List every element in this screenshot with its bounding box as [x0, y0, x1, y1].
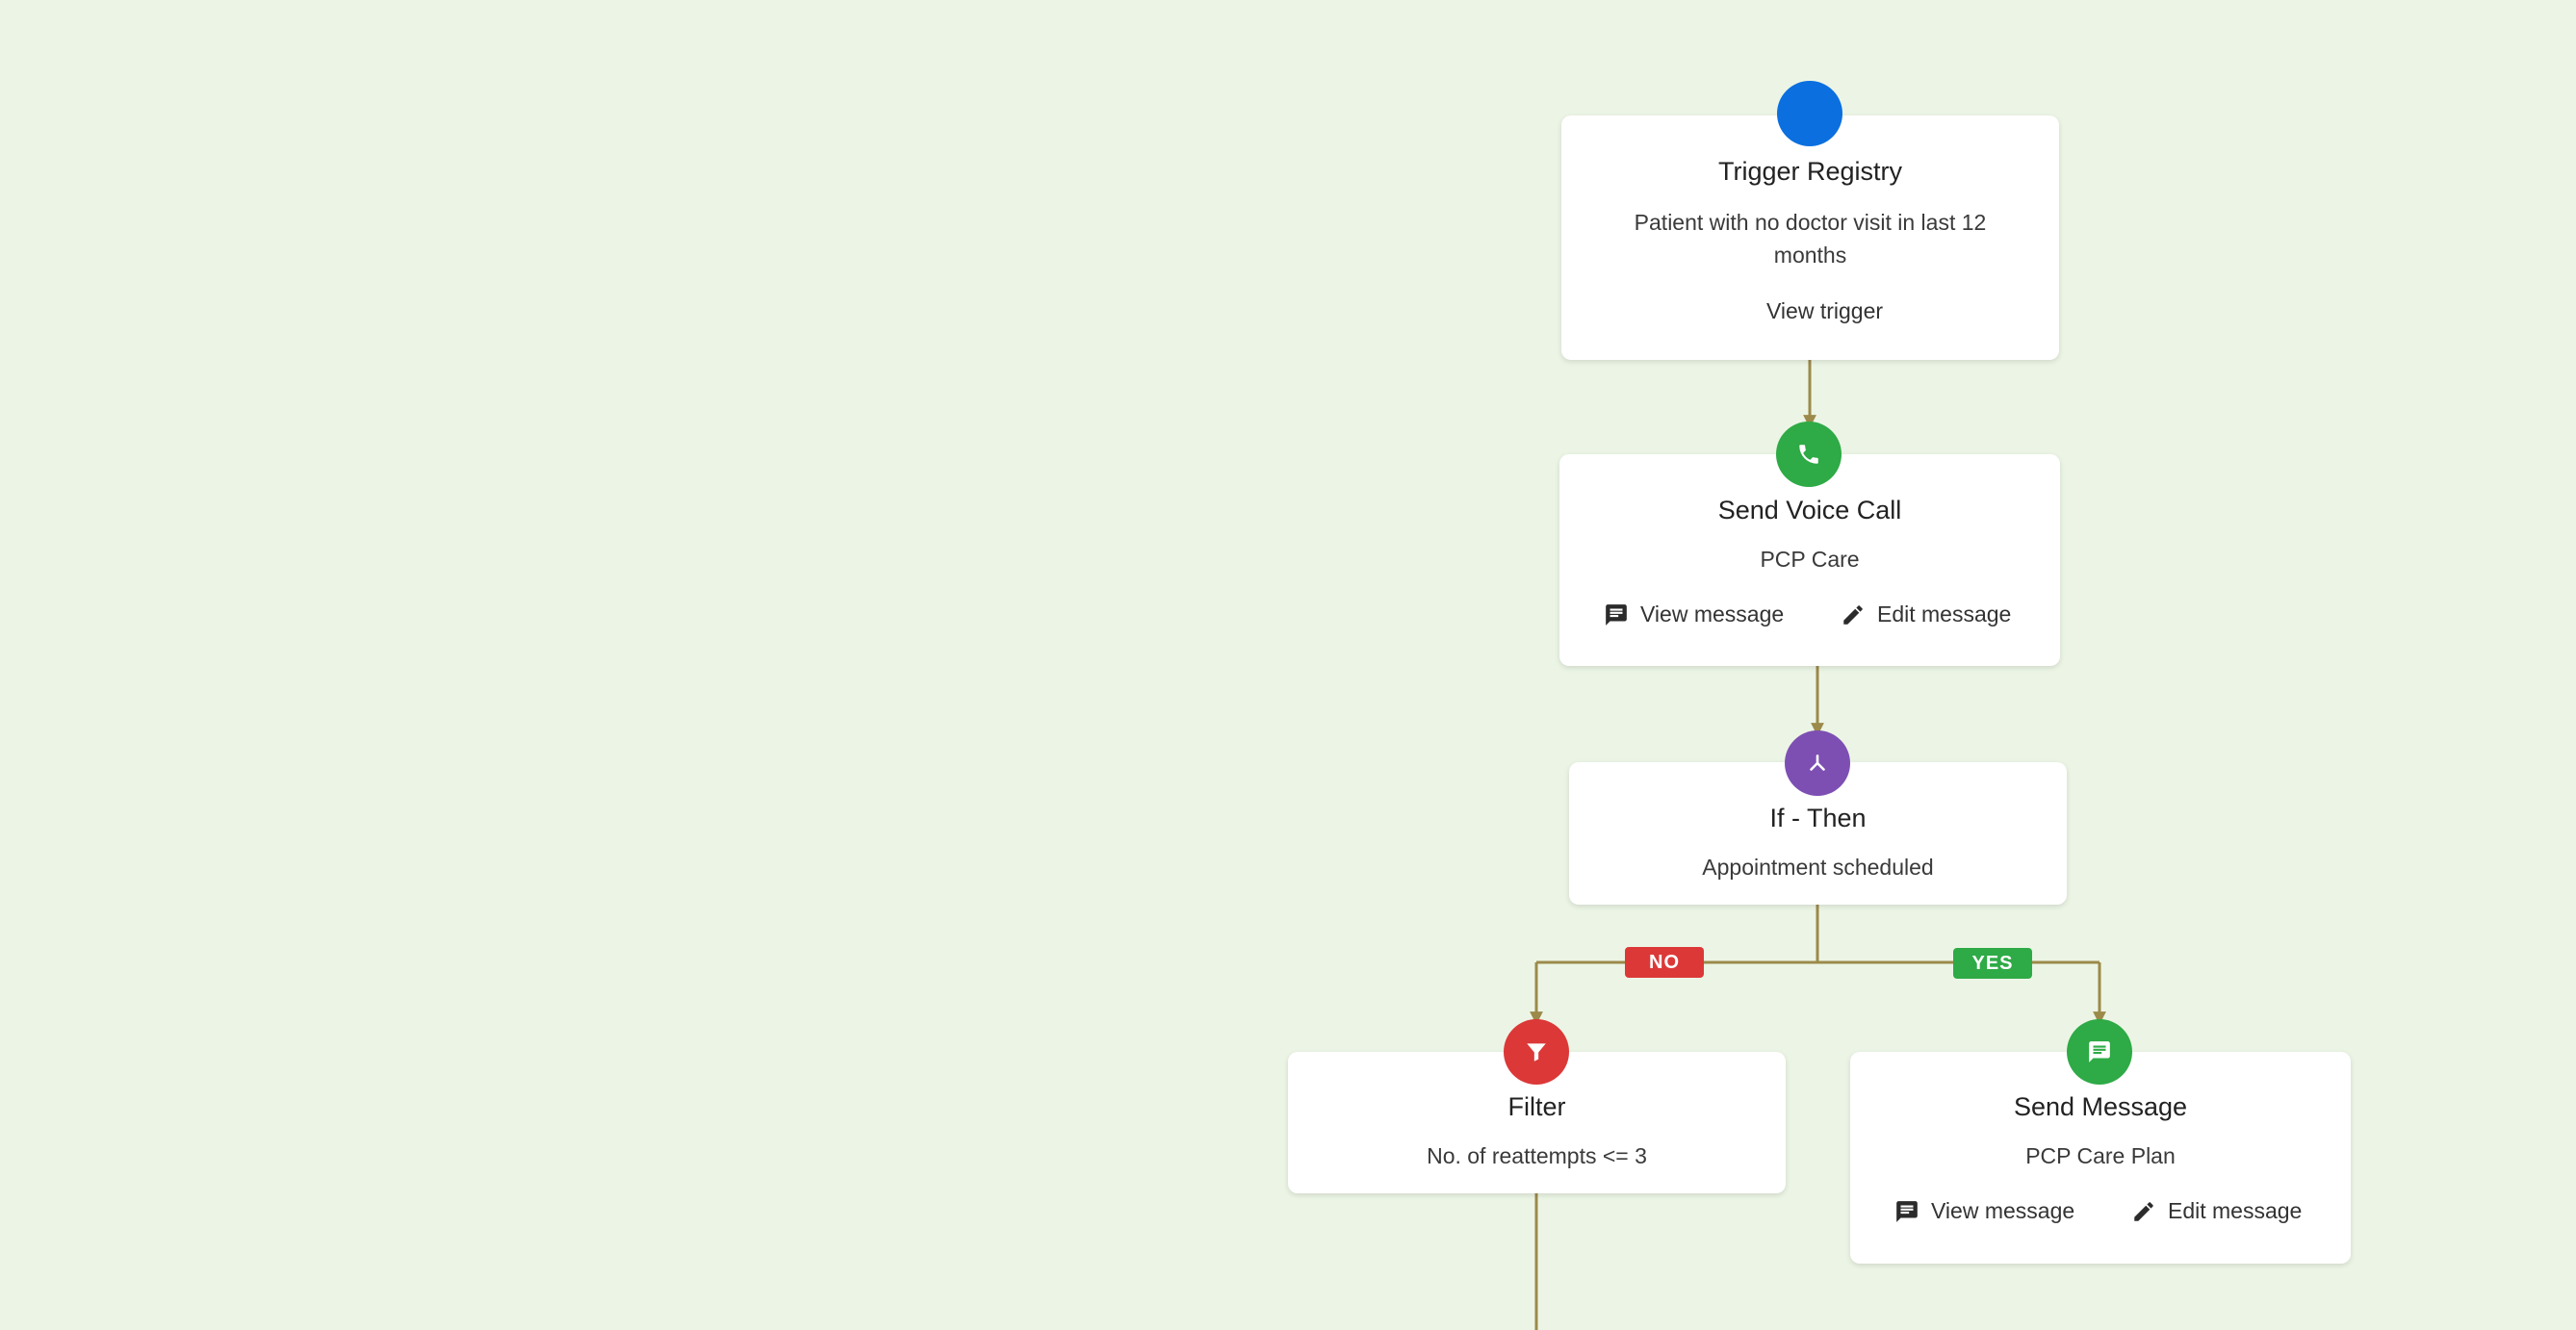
- send-message-title: Send Message: [2013, 1092, 2188, 1121]
- if-then-title: If - Then: [1769, 804, 1867, 832]
- voice-call-subtitle: PCP Care: [1760, 547, 1860, 572]
- send-message-card[interactable]: Send Message PCP Care Plan View message …: [1850, 1052, 2351, 1264]
- message-view-message-button[interactable]: View message: [1894, 1198, 2074, 1224]
- view-trigger-link[interactable]: View trigger: [1766, 298, 1883, 324]
- send-voice-call-card[interactable]: Send Voice Call PCP Care View message Ed…: [1559, 454, 2060, 666]
- voice-edit-message-button[interactable]: Edit message: [1841, 601, 2011, 627]
- if-then-subtitle: Appointment scheduled: [1702, 855, 1934, 880]
- message-view-message-label: View message: [1931, 1198, 2075, 1223]
- phone-icon: [1799, 445, 1818, 464]
- filter-circle: [1504, 1019, 1569, 1085]
- filter-subtitle: No. of reattempts <= 3: [1427, 1143, 1647, 1168]
- yes-branch-badge: YES: [1953, 948, 2032, 979]
- view-trigger-label: View trigger: [1766, 298, 1884, 323]
- pencil-icon: [1843, 604, 1863, 625]
- trigger-registry-card[interactable]: Trigger Registry Patient with no doctor …: [1561, 115, 2059, 360]
- chat-circle: [2067, 1019, 2132, 1085]
- no-branch-badge: NO: [1625, 947, 1704, 978]
- message-icon: [1896, 1200, 1918, 1222]
- voice-edit-message-label: Edit message: [1877, 601, 2012, 627]
- trigger-description: Patient with no doctor visit in last 12 …: [1634, 210, 1987, 268]
- message-edit-message-button[interactable]: Edit message: [2131, 1198, 2302, 1224]
- pencil-icon: [2134, 1201, 2153, 1221]
- trigger-circle-icon: [1777, 81, 1842, 146]
- voice-view-message-button[interactable]: View message: [1604, 601, 1784, 627]
- filter-title: Filter: [1507, 1092, 1566, 1121]
- send-message-subtitle: PCP Care Plan: [2025, 1143, 2176, 1168]
- chat-icon: [2089, 1041, 2110, 1062]
- trigger-title: Trigger Registry: [1717, 157, 1903, 186]
- funnel-icon: [1527, 1043, 1546, 1061]
- voice-view-message-label: View message: [1640, 601, 1785, 627]
- branch-circle: [1785, 730, 1850, 796]
- split-icon: [1810, 755, 1825, 771]
- voice-call-title: Send Voice Call: [1717, 496, 1902, 524]
- phone-circle: [1776, 422, 1842, 487]
- message-edit-message-label: Edit message: [2168, 1198, 2303, 1223]
- message-icon: [1606, 603, 1627, 626]
